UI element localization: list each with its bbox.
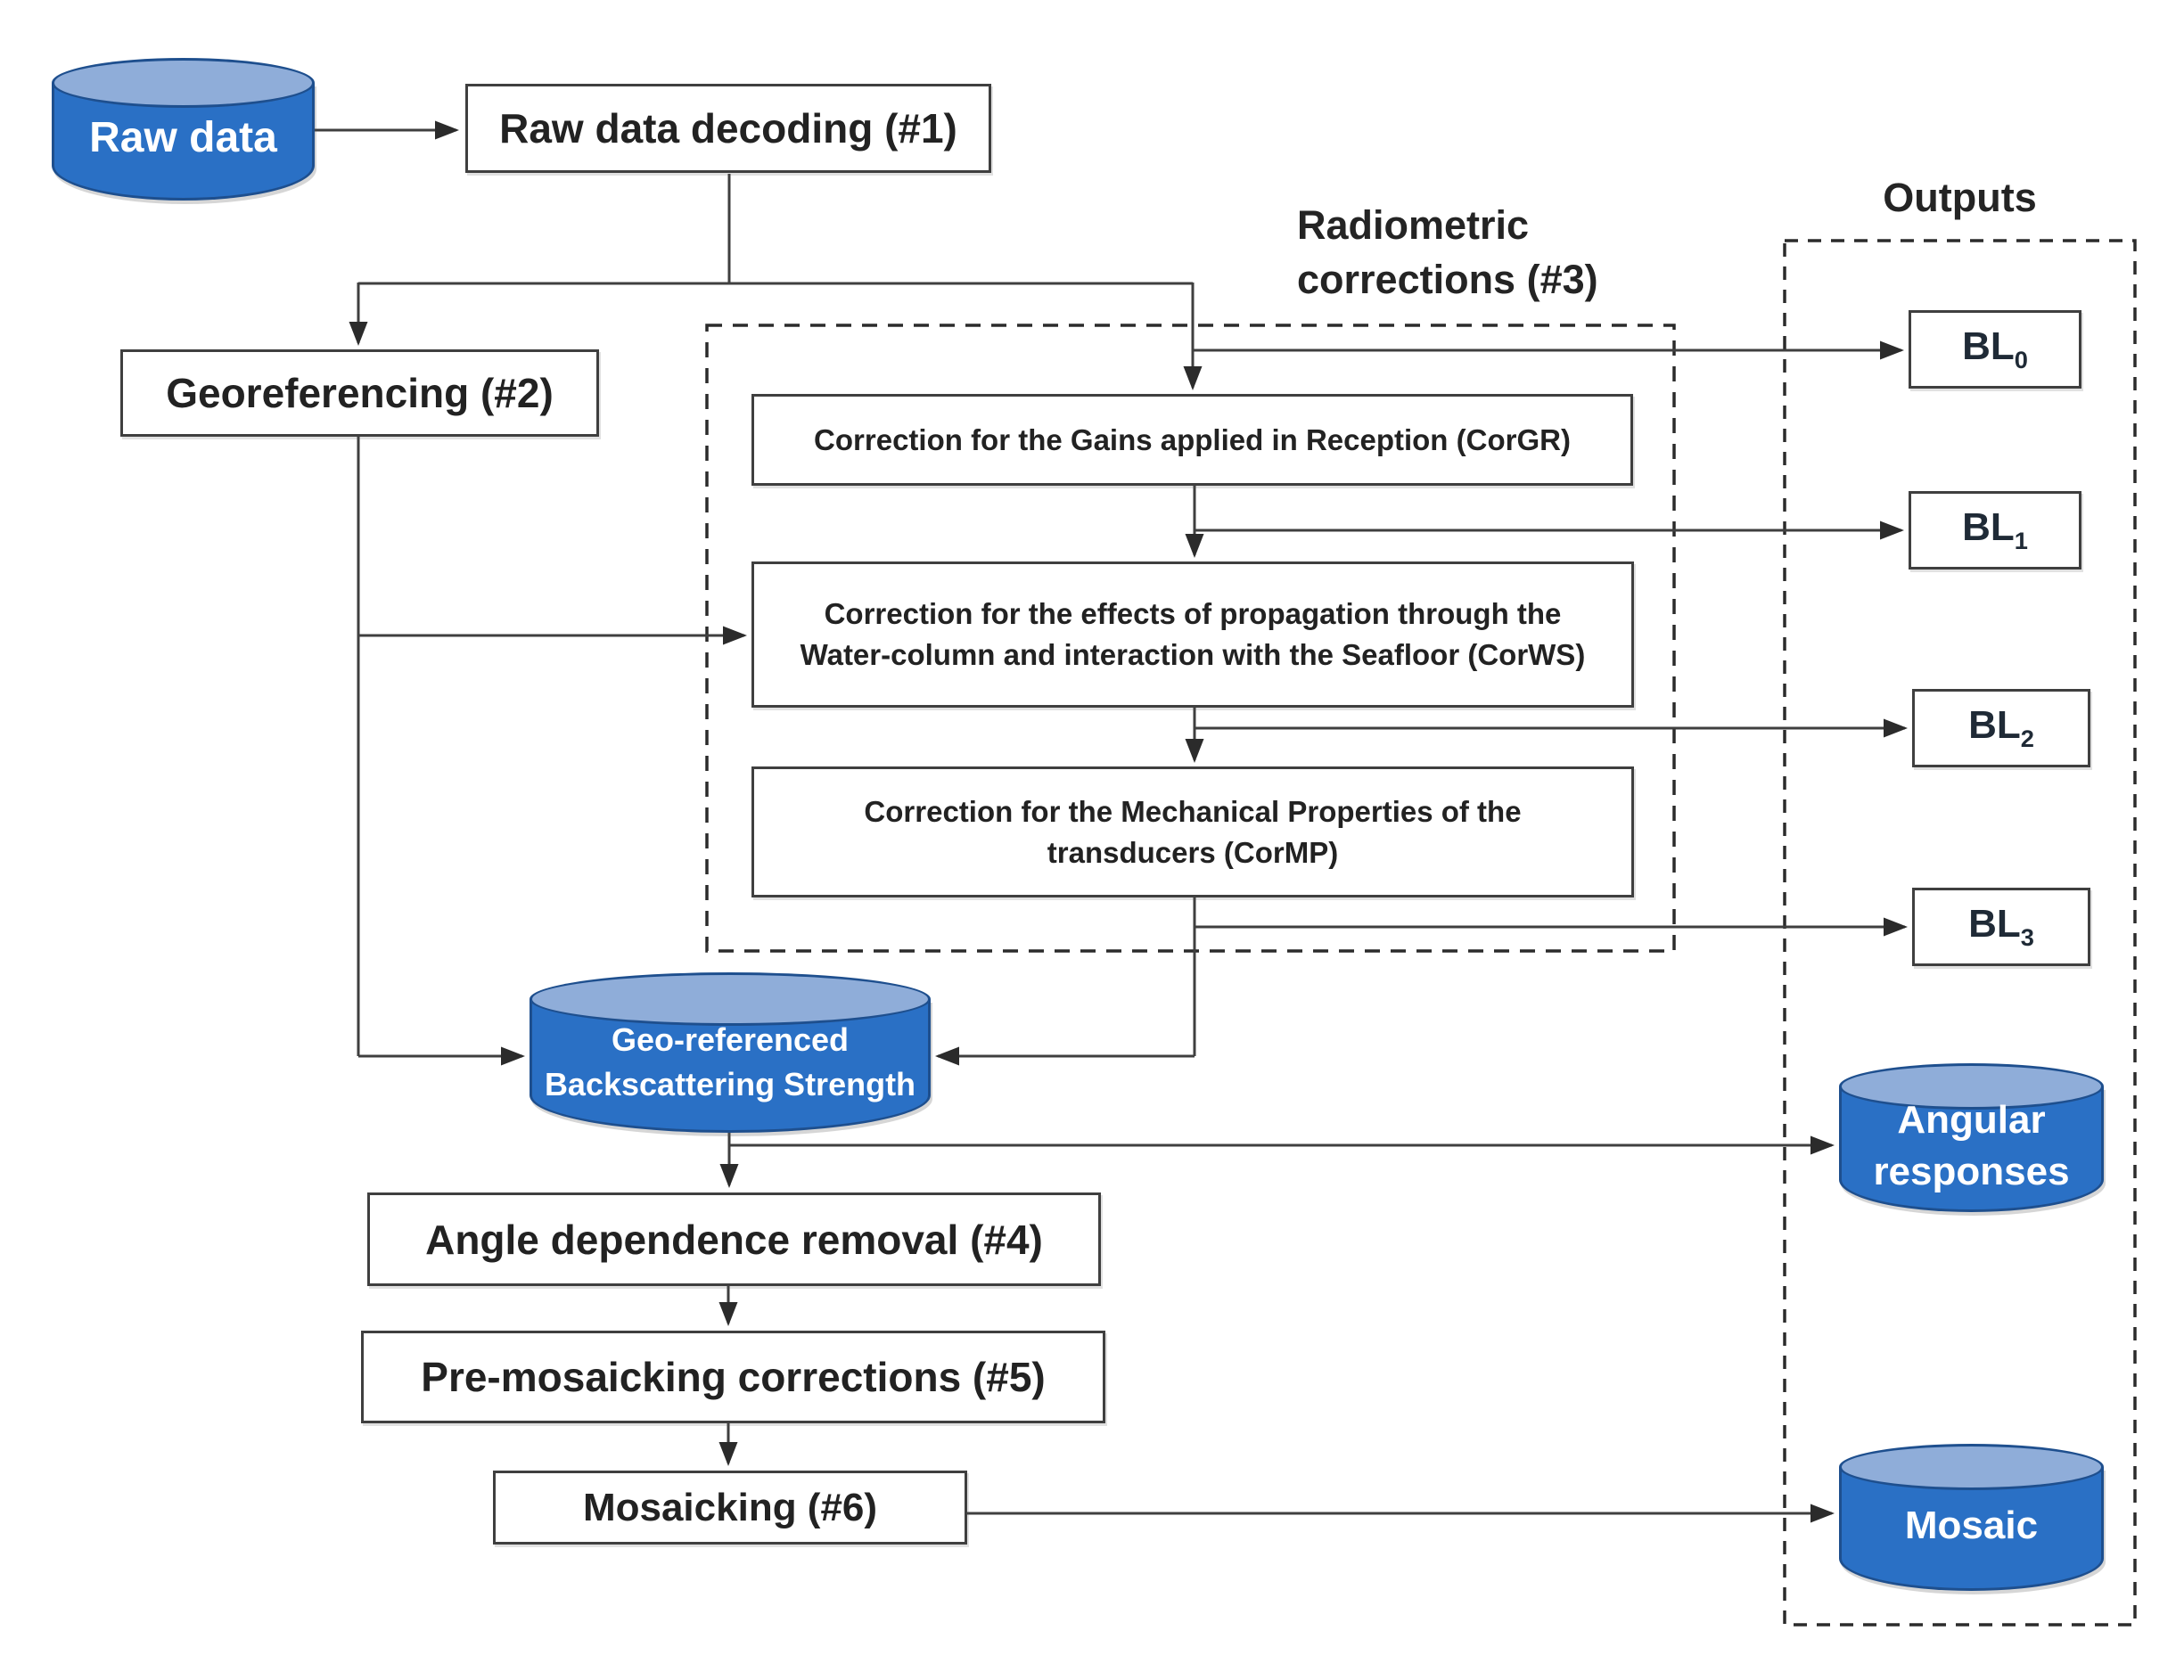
outputs-label-text: Outputs: [1883, 175, 2037, 220]
raw-data-decoding-label: Raw data decoding (#1): [499, 105, 957, 152]
georef-backscatter-label-line1: Geo-referenced: [611, 1020, 850, 1058]
angular-responses-label-line2: responses: [1873, 1149, 2070, 1193]
bl0-subscript: 0: [2014, 345, 2028, 373]
georeferencing-label: Georeferencing (#2): [166, 370, 554, 416]
bl3-subscript: 3: [2020, 922, 2034, 951]
georef-backscatter-cylinder: Geo-referenced Backscattering Strength: [530, 972, 931, 1133]
bl1-base: BL: [1962, 505, 2015, 550]
bl2-label: BL2: [1968, 703, 2034, 753]
cormp-label: Correction for the Mechanical Properties…: [864, 791, 1521, 873]
mosaic-cylinder-body: [1839, 1467, 2104, 1591]
bl1-subscript: 1: [2014, 526, 2028, 554]
bl3-box: BL3: [1912, 888, 2090, 966]
raw-data-label: Raw data: [52, 58, 315, 201]
angle-dependence-removal-box: Angle dependence removal (#4): [367, 1192, 1101, 1286]
mosaicking-label: Mosaicking (#6): [582, 1485, 878, 1529]
corws-box: Correction for the effects of propagatio…: [751, 561, 1634, 708]
outputs-group-label: Outputs: [1785, 175, 2135, 221]
angular-responses-cylinder: Angular responses: [1839, 1063, 2104, 1212]
raw-data-decoding-box: Raw data decoding (#1): [465, 84, 991, 173]
bl0-box: BL0: [1909, 310, 2081, 389]
bl1-label: BL1: [1962, 505, 2028, 555]
corgr-label: Correction for the Gains applied in Rece…: [814, 422, 1571, 456]
angular-responses-label: Angular responses: [1839, 1063, 2104, 1212]
mosaicking-box: Mosaicking (#6): [493, 1471, 967, 1545]
cormp-label-line1: Correction for the Mechanical Properties…: [864, 794, 1522, 828]
raw-data-cylinder: Raw data: [52, 58, 315, 201]
raw-data-label-text: Raw data: [89, 114, 277, 162]
corws-label-line1: Correction for the effects of propagatio…: [824, 597, 1562, 630]
georef-backscatter-label-line2: Backscattering Strength: [544, 1065, 916, 1102]
cormp-box: Correction for the Mechanical Properties…: [751, 766, 1634, 897]
outputs-group-border: [1783, 239, 2137, 1627]
bl2-subscript: 2: [2020, 724, 2034, 752]
corws-label-line2: Water-column and interaction with the Se…: [800, 638, 1586, 671]
mosaic-cylinder-top: [1839, 1444, 2104, 1490]
bl3-base: BL: [1968, 902, 2021, 947]
bl2-base: BL: [1968, 703, 2021, 748]
mosaic-label-text: Mosaic: [1904, 1503, 2039, 1547]
bl2-box: BL2: [1912, 689, 2090, 767]
georef-backscatter-label: Geo-referenced Backscattering Strength: [530, 972, 931, 1133]
georeferencing-box: Georeferencing (#2): [120, 349, 599, 437]
pre-mosaicking-label: Pre-mosaicking corrections (#5): [421, 1354, 1046, 1400]
georef-backscatter-cylinder-top: [530, 972, 931, 1026]
angular-responses-label-line1: Angular: [1897, 1097, 2046, 1142]
pre-mosaicking-box: Pre-mosaicking corrections (#5): [361, 1331, 1105, 1423]
raw-data-cylinder-top: [52, 58, 315, 108]
radiometric-label-line1: Radiometric: [1297, 202, 1530, 248]
radiometric-group-border: [705, 324, 1676, 953]
bl0-label: BL0: [1962, 324, 2028, 374]
mosaic-label: Mosaic: [1839, 1444, 2104, 1591]
radiometric-label-line2: corrections (#3): [1297, 257, 1598, 302]
cormp-label-line2: transducers (CorMP): [1047, 835, 1339, 869]
corgr-box: Correction for the Gains applied in Rece…: [751, 394, 1633, 486]
bl3-label: BL3: [1968, 902, 2034, 952]
mosaic-cylinder: Mosaic: [1839, 1444, 2104, 1591]
bl0-base: BL: [1962, 324, 2015, 369]
angular-responses-cylinder-top: [1839, 1063, 2104, 1110]
radiometric-group-label: Radiometric corrections (#3): [1297, 198, 1598, 307]
corws-label: Correction for the effects of propagatio…: [801, 594, 1586, 676]
angle-dependence-removal-label: Angle dependence removal (#4): [425, 1216, 1043, 1263]
bl1-box: BL1: [1909, 491, 2081, 570]
